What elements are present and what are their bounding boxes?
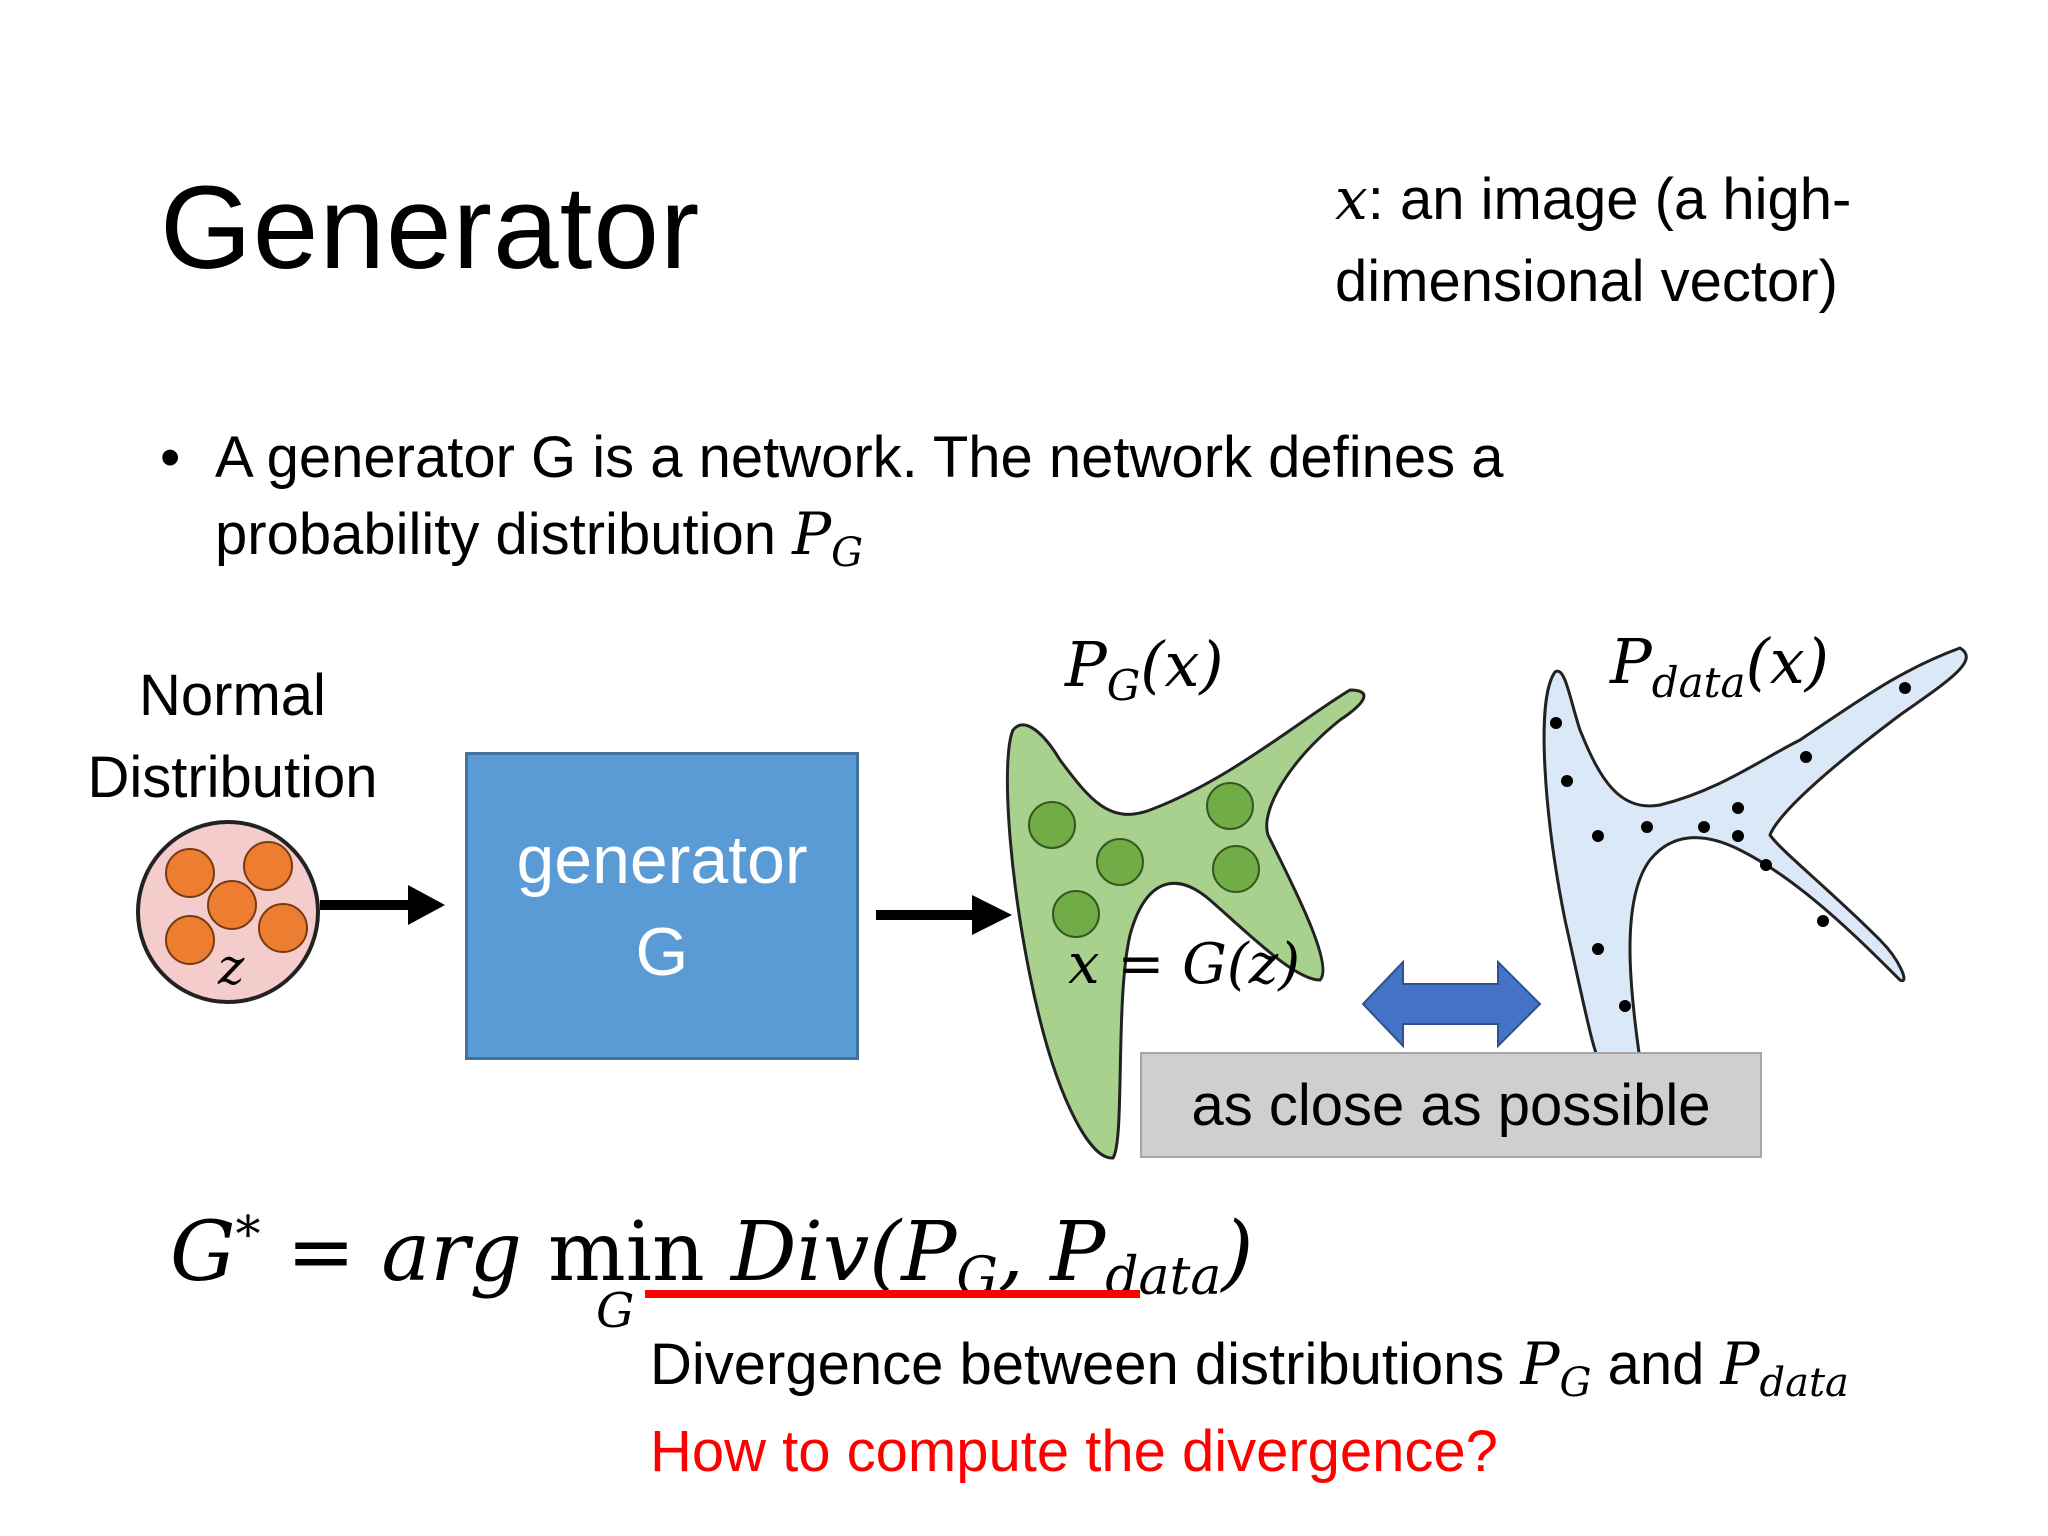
z-label: z <box>218 938 245 996</box>
generator-box: generator G <box>465 752 859 1060</box>
x-equals-g-z-label: x = G(z) <box>1068 932 1301 997</box>
pg-dot <box>1212 845 1260 893</box>
pdata-point <box>1592 943 1604 955</box>
arrowhead <box>972 895 1012 935</box>
pdata-distribution-shape <box>1542 646 1968 1062</box>
divergence-description: Divergence between distributions PG and … <box>650 1330 1849 1406</box>
z-dot <box>207 880 257 930</box>
pdata-point <box>1760 859 1772 871</box>
z-dot <box>165 915 215 965</box>
pdata-point <box>1592 830 1604 842</box>
bullet-point: • A generator G is a network. The networ… <box>160 420 1710 591</box>
note-text: : an image (a high-dimensional vector) <box>1335 167 1852 314</box>
normal-distribution-label: Normal Distribution <box>87 663 378 810</box>
pg-distribution-shape <box>1005 688 1366 1160</box>
image-note: x: an image (a high-dimensional vector) <box>1335 158 2048 323</box>
bullet-math: PG <box>792 500 864 576</box>
pdata-point <box>1817 915 1829 927</box>
pdata-point <box>1641 821 1653 833</box>
bullet-text: A generator G is a network. The network … <box>215 425 1504 567</box>
pg-dot <box>1096 838 1144 886</box>
generator-label: generator <box>516 822 808 898</box>
min-subscript: G <box>596 1283 635 1339</box>
divergence-underline <box>645 1290 1140 1298</box>
z-dot <box>258 903 308 953</box>
pdata-point <box>1619 1000 1631 1012</box>
pdata-point <box>1561 775 1573 787</box>
as-close-as-possible-box: as close as possible <box>1140 1052 1762 1158</box>
pdata-point <box>1698 821 1710 833</box>
bullet-text-block: A generator G is a network. The network … <box>215 420 1710 591</box>
pdata-point <box>1800 751 1812 763</box>
pdata-point <box>1732 830 1744 842</box>
z-dot <box>243 841 293 891</box>
note-variable: x <box>1335 165 1368 233</box>
pdata-point <box>1732 802 1744 814</box>
arrowhead <box>408 885 445 925</box>
double-arrow <box>1361 959 1542 1049</box>
pg-dot <box>1028 801 1076 849</box>
pdata-point <box>1899 682 1911 694</box>
z-dot <box>165 848 215 898</box>
bullet-dot: • <box>160 425 181 490</box>
pdata-point <box>1550 717 1562 729</box>
pg-dot <box>1206 782 1254 830</box>
divergence-question: How to compute the divergence? <box>650 1419 1498 1484</box>
generator-g-label: G <box>635 914 689 990</box>
pg-dot <box>1052 890 1100 938</box>
pg-label: PG(x) <box>1065 628 1224 710</box>
pdata-label: Pdata(x) <box>1610 625 1829 707</box>
slide-title: Generator <box>160 162 701 294</box>
